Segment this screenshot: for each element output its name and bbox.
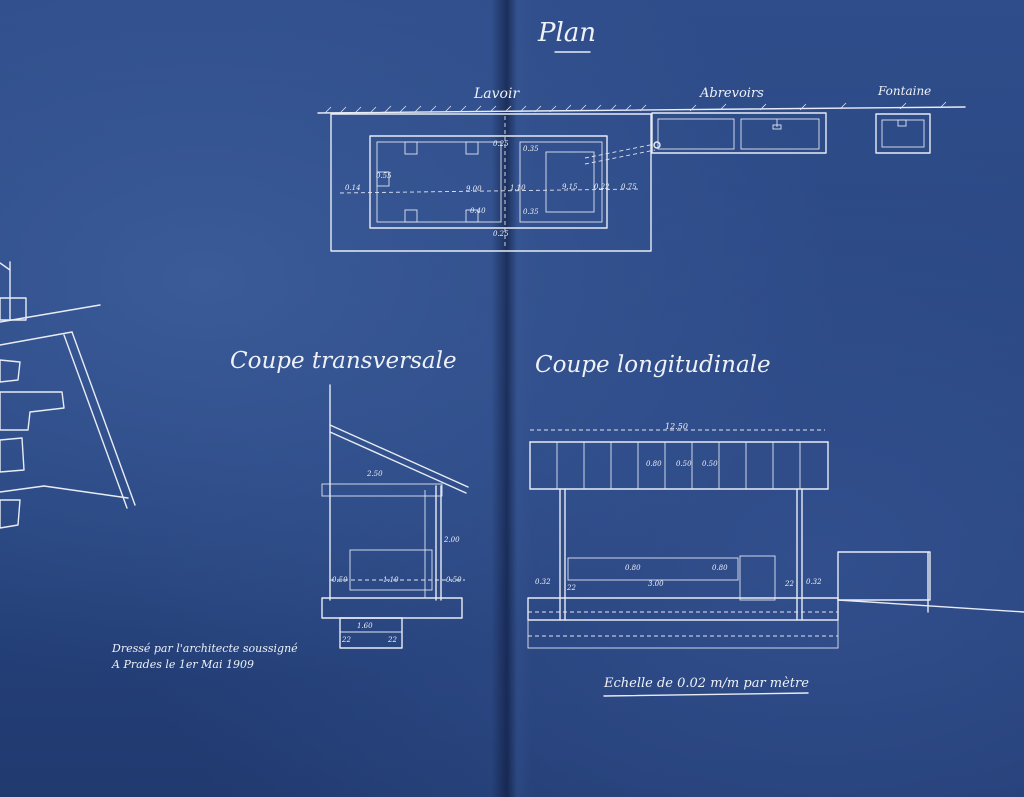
- dimension-label: 12.50: [665, 422, 688, 431]
- dimension-label: 2.00: [444, 536, 460, 544]
- dimension-label: 3.00: [648, 580, 664, 588]
- dimension-label: 0.80: [712, 564, 728, 572]
- dimension-label: 22: [388, 636, 397, 644]
- dimension-label: 1.60: [357, 622, 373, 630]
- dimension-label: 22: [342, 636, 351, 644]
- dimension-label: 9.15: [562, 183, 578, 191]
- dimension-label: 0.25: [493, 140, 509, 148]
- plan-abrevoirs: [651, 112, 827, 154]
- fontaine-label: Fontaine: [878, 84, 932, 98]
- signature-line-1: Dressé par l'architecte soussigné: [112, 642, 298, 655]
- dimension-label: 0.40: [470, 207, 486, 215]
- dimension-label: 0.35: [523, 208, 539, 216]
- dimension-label: 0.32: [535, 578, 551, 586]
- abrevoirs-label: Abrevoirs: [700, 86, 764, 101]
- dimension-label: 0.80: [646, 460, 662, 468]
- plan-fontaine: [875, 113, 931, 154]
- dimension-label: 0.50: [702, 460, 718, 468]
- scale-note: Echelle de 0.02 m/m par mètre: [604, 676, 809, 691]
- dimension-label: 0.35: [523, 145, 539, 153]
- dimension-label: 1.10: [510, 184, 526, 192]
- dimension-label: 2.50: [367, 470, 383, 478]
- dimension-label: 0.75: [621, 183, 637, 191]
- dimension-label: 0.14: [345, 184, 361, 192]
- dimension-label: 22: [567, 584, 576, 592]
- lavoir-label: Lavoir: [474, 86, 520, 102]
- plan-title: Plan: [538, 18, 597, 48]
- section-transversal: [321, 384, 469, 649]
- signature-line-2: A Prades le 1er Mai 1909: [112, 658, 254, 671]
- dimension-label: 0.22: [594, 183, 610, 191]
- dimension-label: 22: [785, 580, 794, 588]
- dimension-label: 0.25: [493, 230, 509, 238]
- dimension-label: 0.50: [676, 460, 692, 468]
- dimension-label: 0.80: [625, 564, 641, 572]
- dimension-label: 0.50: [332, 576, 348, 584]
- dimension-label: 0.50: [446, 576, 462, 584]
- dimension-label: 0.32: [806, 578, 822, 586]
- dimension-label: 0.55: [376, 172, 392, 180]
- plan-lavoir: [330, 113, 661, 252]
- scale-underline: [603, 692, 809, 697]
- section-longitudinal: [527, 429, 1024, 649]
- coupe-transversale-title: Coupe transversale: [230, 348, 457, 374]
- coupe-longitudinale-title: Coupe longitudinale: [535, 352, 771, 378]
- dimension-label: 1.10: [383, 576, 399, 584]
- plan-ground-line: [317, 101, 966, 114]
- site-plan-fragment: [0, 261, 136, 529]
- dimension-label: 9.00: [466, 185, 482, 193]
